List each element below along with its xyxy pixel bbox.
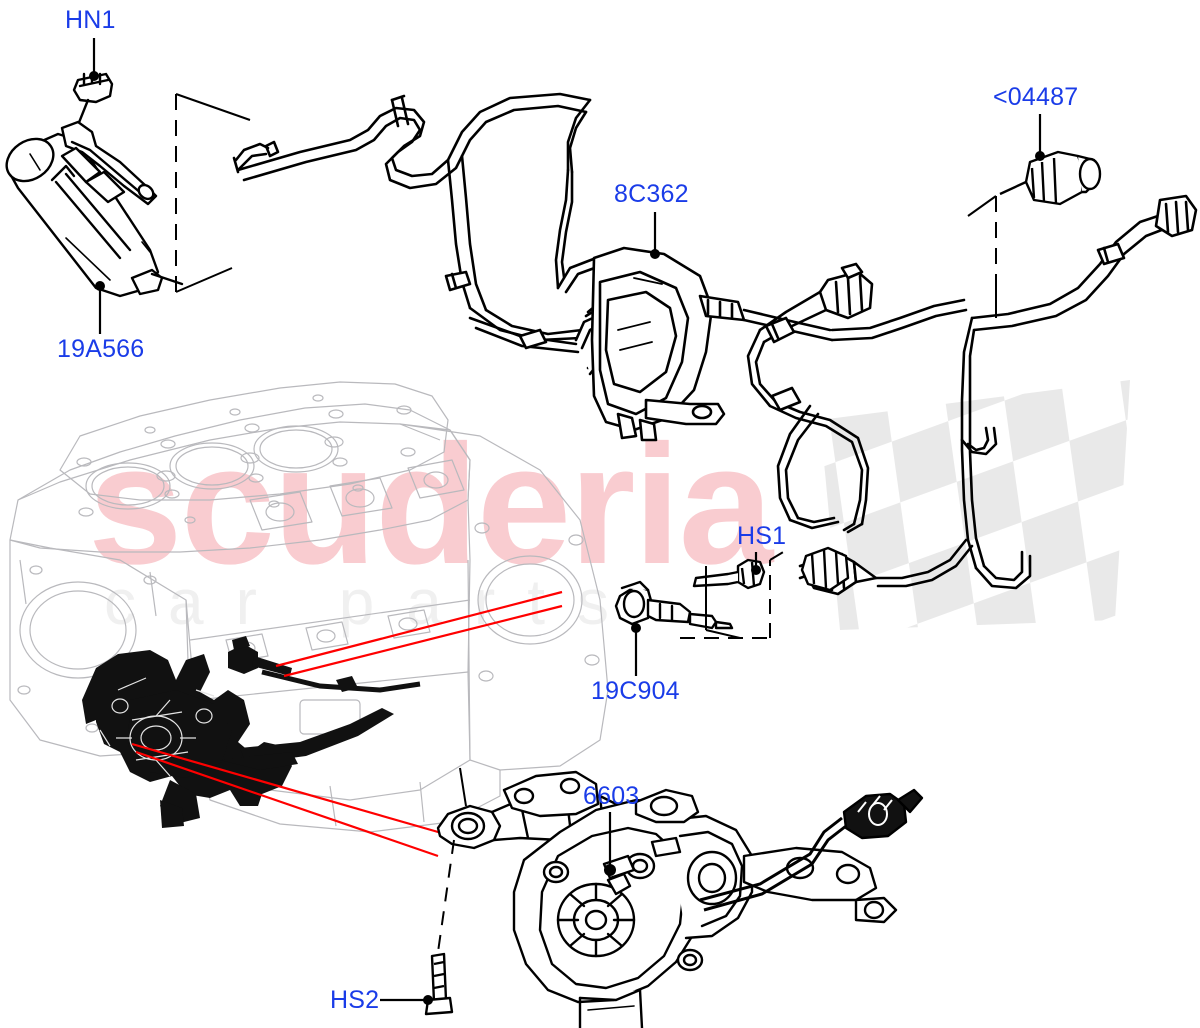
callout-19c904[interactable]: 19C904 (591, 677, 680, 705)
sensor-assembly-indicator (705, 566, 741, 639)
oil-pressure-sensor-19c904 (614, 580, 734, 630)
watermark-brand: scuderia (88, 410, 773, 600)
callout-04487[interactable]: <04487 (993, 83, 1079, 111)
pickup-arm-centerline (459, 767, 467, 807)
oil-pump-assembly-6603 (436, 770, 898, 1028)
clip-leader (967, 195, 997, 318)
pump-outlet-connector (842, 788, 924, 840)
oil-cooler-canister-assembly (5, 71, 184, 298)
oil-pump-outlet-tube (699, 816, 847, 912)
hose-clip-04487 (999, 150, 1102, 206)
engine-block-ghost (9, 381, 609, 833)
sensor-assembly-dashed (680, 547, 791, 639)
callout-hn1[interactable]: HN1 (65, 6, 116, 34)
vacuum-hose-network (232, 92, 592, 354)
watermark-checkered-flag (820, 380, 1130, 630)
highlight-leader-lines (131, 590, 563, 858)
callout-8c362[interactable]: 8C362 (614, 180, 689, 208)
engine-oil-pump-installed (82, 636, 421, 828)
bolt-alignment-dashed (437, 839, 455, 953)
callout-hs1[interactable]: HS1 (737, 522, 787, 550)
callout-leaders (89, 38, 1045, 1005)
callout-19a566[interactable]: 19A566 (57, 335, 145, 363)
sensor-installed-reference (800, 546, 850, 592)
callout-6603[interactable]: 6603 (583, 782, 640, 810)
oil-cooler-valve-body (556, 246, 834, 442)
callout-hs2[interactable]: HS2 (330, 986, 380, 1014)
oil-pump-bolt-hs2 (424, 952, 454, 1016)
assembly-leader-left (175, 93, 251, 293)
